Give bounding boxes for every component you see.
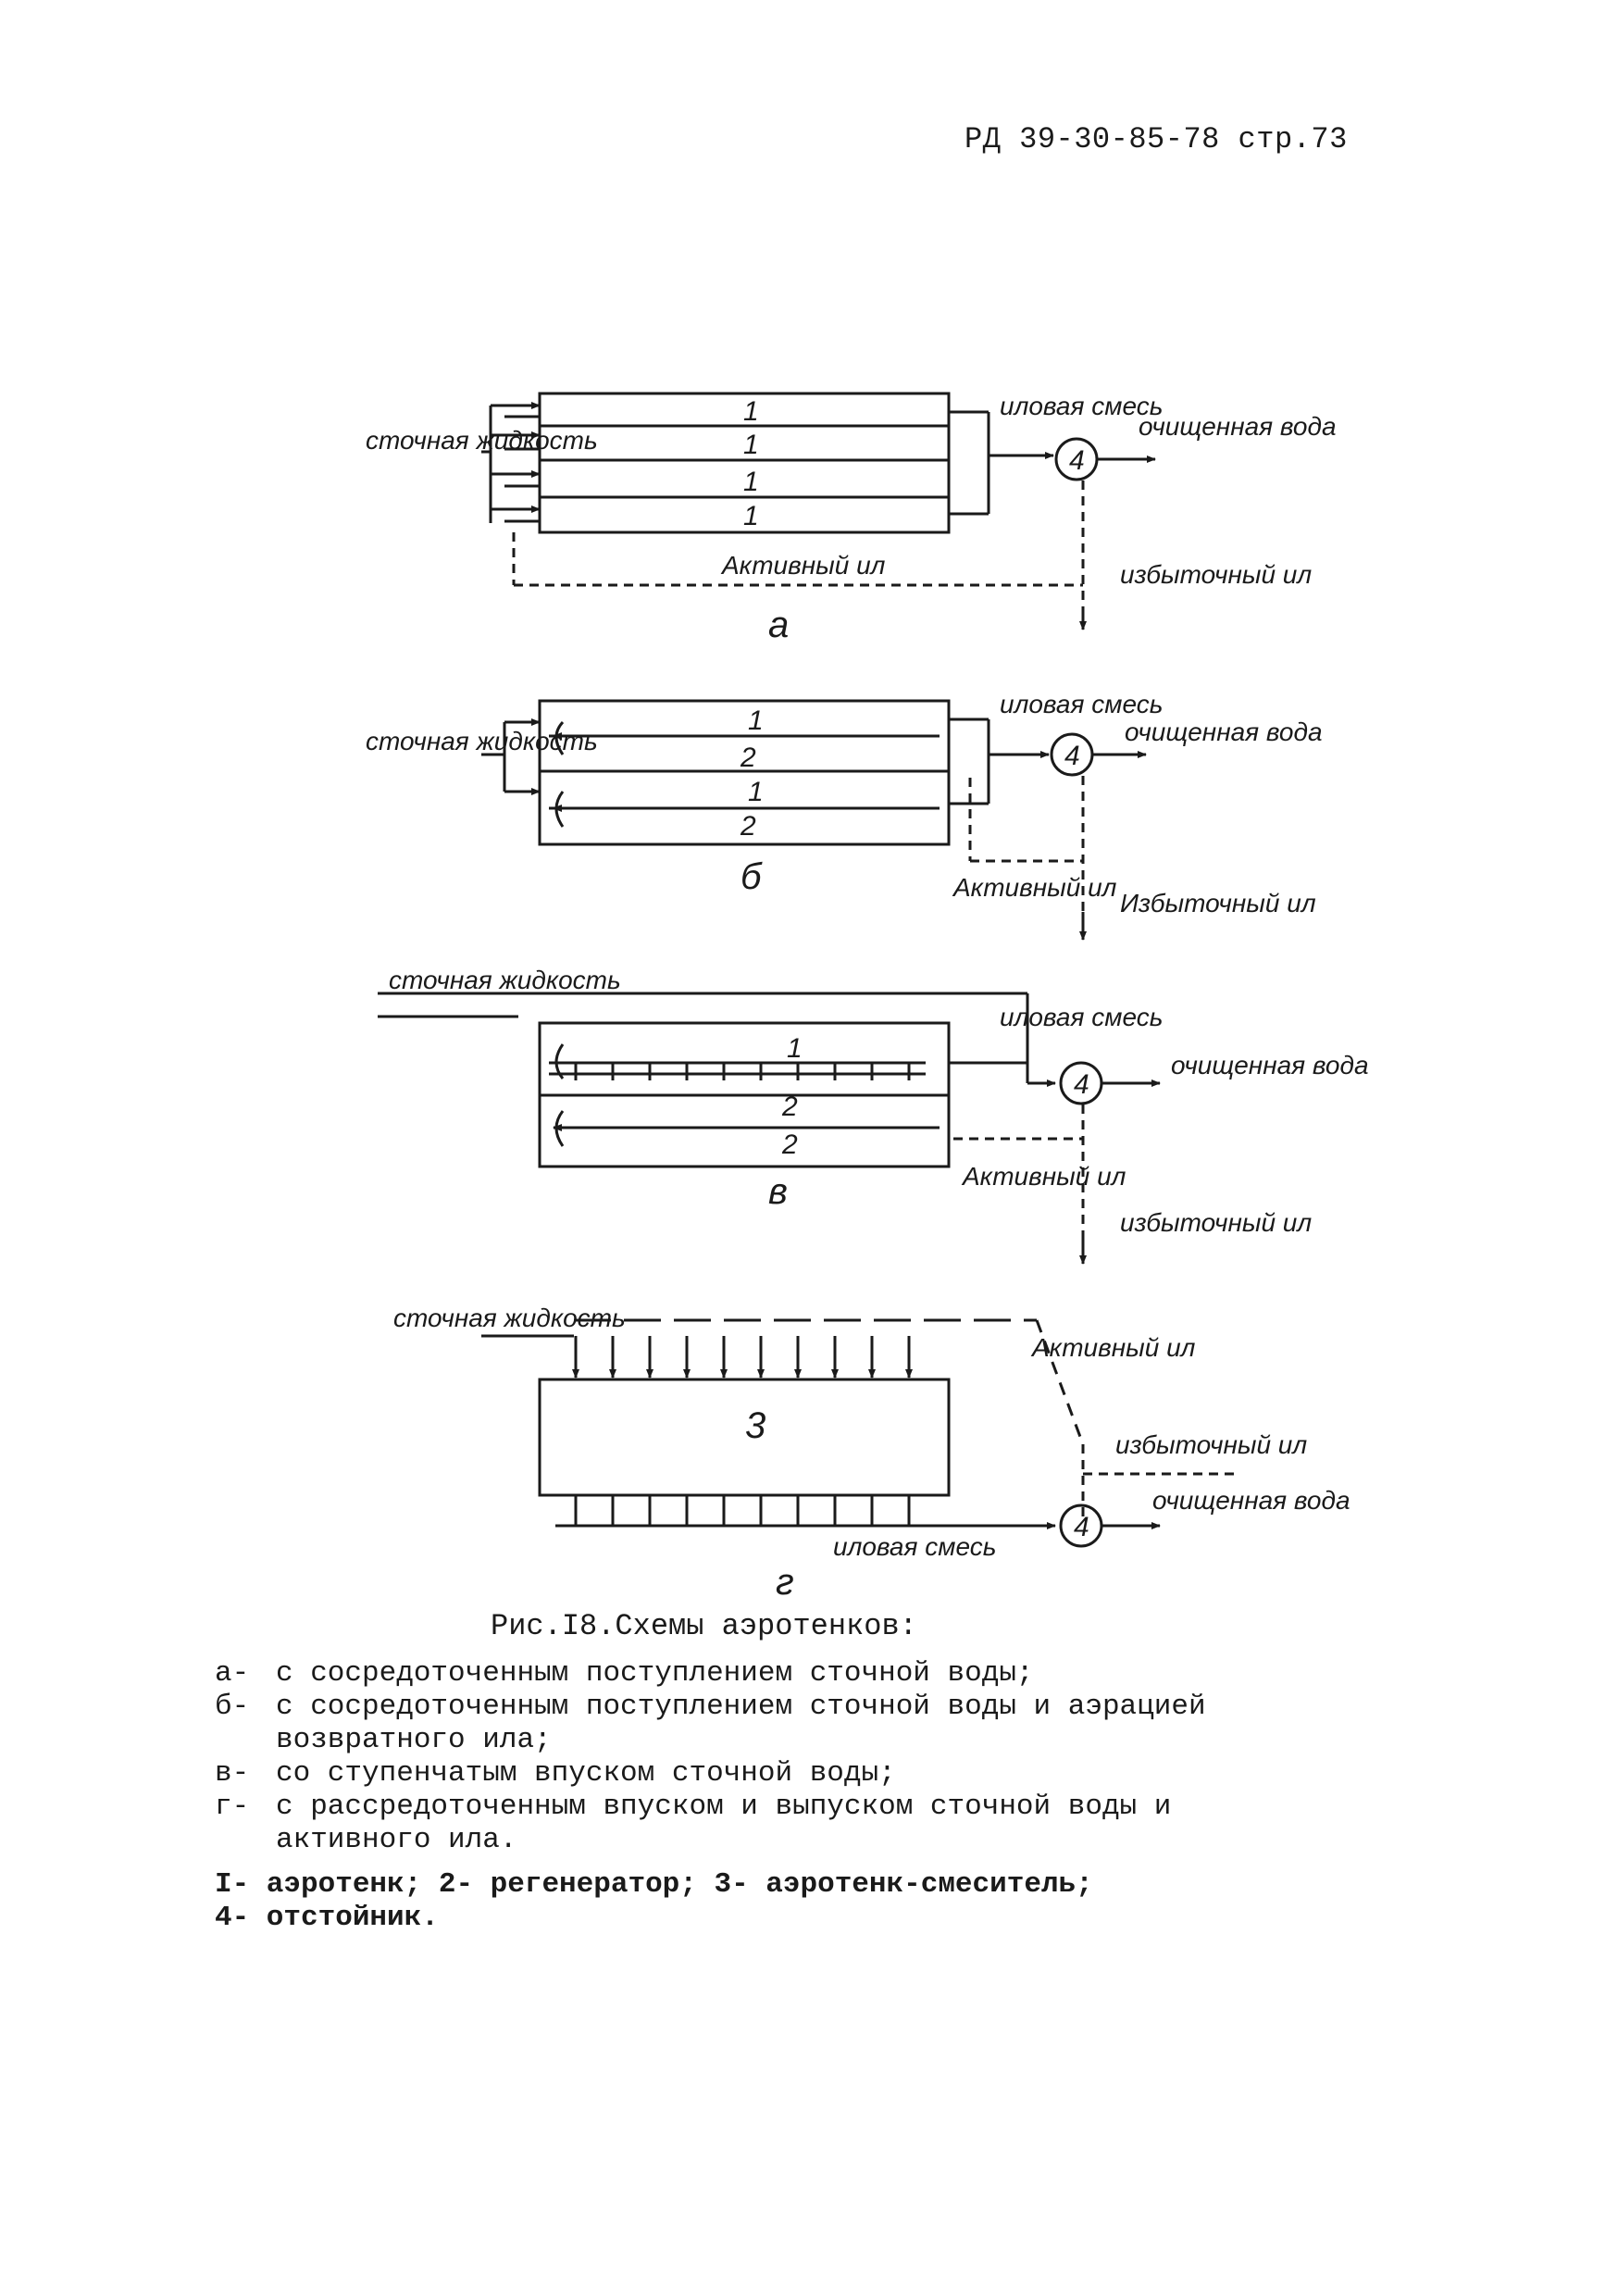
- figure-legend: а- с сосредоточенным поступлением сточно…: [215, 1657, 1418, 1935]
- scheme-b-treated-water-label: очищенная вода: [1125, 718, 1323, 746]
- scheme-v-mixed-liquor-label: иловая смесь: [1000, 1003, 1163, 1031]
- scheme-g-excess-sludge-label: избыточный ил: [1115, 1430, 1307, 1459]
- scheme-a-influent-label: сточная жидкость: [366, 426, 598, 455]
- scheme-v-letter: в: [768, 1171, 788, 1212]
- figure-caption: Рис.I8.Схемы аэротенков:: [491, 1609, 917, 1643]
- scheme-a-tank-number-3: 1: [743, 467, 759, 497]
- scheme-v-tank-number-3: 2: [781, 1129, 798, 1160]
- legend-key-g: г-: [215, 1791, 250, 1823]
- scheme-a-return-sludge-label: Активный ил: [720, 551, 886, 580]
- scheme-g-settler-number: 4: [1074, 1512, 1089, 1542]
- legend-item-a: а- с сосредоточенным поступлением сточно…: [215, 1657, 1418, 1691]
- scheme-a: [481, 392, 1156, 630]
- scheme-g-influent-label: сточная жидкость: [393, 1304, 626, 1332]
- legend-text-g-2: активного ила.: [276, 1824, 517, 1856]
- legend-numbers-text: I- аэротенк; 2- регенератор; 3- аэротенк…: [215, 1868, 1093, 1901]
- scheme-g-inlets: [572, 1336, 913, 1379]
- scheme-b-excess-sludge-label: Избыточный ил: [1120, 889, 1316, 917]
- scheme-v-tank-number-1: 1: [787, 1033, 803, 1064]
- scheme-b-settler-number: 4: [1064, 741, 1080, 771]
- legend-settler-text: 4- отстойник.: [215, 1902, 439, 1934]
- scheme-a-excess-sludge-label: избыточный ил: [1120, 560, 1312, 589]
- scheme-a-letter: а: [768, 605, 789, 645]
- scheme-a-tank-number-1: 1: [743, 396, 759, 427]
- page-header: РД 39-30-85-78 стр.73: [965, 122, 1348, 156]
- legend-key-v: в-: [215, 1757, 250, 1790]
- scheme-v-treated-water-label: очищенная вода: [1171, 1051, 1369, 1079]
- scheme-g-outlets: [574, 1495, 911, 1526]
- scheme-g-letter: г: [776, 1562, 794, 1603]
- scheme-b-influent-label: сточная жидкость: [366, 727, 598, 755]
- scheme-b-mixed-liquor-label: иловая смесь: [1000, 690, 1163, 718]
- scheme-g-mixed-liquor-label: иловая смесь: [833, 1532, 996, 1561]
- legend-key-b: б-: [215, 1691, 250, 1723]
- legend-item-v: в- со ступенчатым впуском сточной воды;: [215, 1757, 1418, 1791]
- scheme-g-settler: [1059, 1504, 1103, 1548]
- legend-numbers-line: I- аэротенк; 2- регенератор; 3- аэротенк…: [215, 1868, 1418, 1902]
- scheme-a-settler-number: 4: [1069, 445, 1085, 476]
- legend-text-g-1: с рассредоточенным впуском и выпуском ст…: [276, 1791, 1172, 1823]
- scheme-a-tank-number-2: 1: [743, 430, 759, 460]
- scheme-v-tank-number-2: 2: [781, 1092, 798, 1122]
- scheme-b-tank-number-3: 1: [748, 777, 764, 807]
- legend-text-v: со ступенчатым впуском сточной воды;: [276, 1757, 896, 1790]
- scheme-b-tank-number-2: 2: [740, 742, 756, 773]
- scheme-g-tank: [538, 1378, 951, 1497]
- scheme-v: [378, 992, 1161, 1265]
- scheme-v-step-inlets: [574, 1063, 911, 1080]
- scheme-b-letter: б: [741, 856, 763, 897]
- legend-item-g: г- с рассредоточенным впуском и выпуском…: [215, 1791, 1418, 1824]
- scheme-v-excess-sludge-label: избыточный ил: [1120, 1208, 1312, 1237]
- legend-item-g-cont: активного ила.: [215, 1824, 1418, 1857]
- scheme-v-return-sludge-label: Активный ил: [961, 1162, 1126, 1191]
- scheme-a-settler: [1054, 437, 1099, 481]
- scheme-a-tank-block: [538, 392, 951, 534]
- scheme-g-tank-number: 3: [745, 1405, 765, 1446]
- legend-settler-line: 4- отстойник.: [215, 1902, 1418, 1935]
- legend-text-b-2: возвратного ила;: [276, 1724, 552, 1756]
- legend-key-a: а-: [215, 1657, 250, 1690]
- scheme-b-tank-number-1: 1: [748, 705, 764, 736]
- scheme-g-treated-water-label: очищенная вода: [1152, 1486, 1350, 1515]
- scheme-b-tank-number-4: 2: [740, 811, 756, 842]
- scheme-v-settler-number: 4: [1074, 1069, 1089, 1100]
- scheme-b-settler: [1050, 732, 1094, 777]
- scheme-v-influent-label: сточная жидкость: [389, 966, 621, 994]
- legend-text-a: с сосредоточенным поступлением сточной в…: [276, 1657, 1034, 1690]
- scheme-g-return-sludge-label: Активный ил: [1030, 1333, 1196, 1362]
- scheme-v-settler: [1059, 1061, 1103, 1105]
- scheme-a-tank-number-4: 1: [743, 501, 759, 531]
- scheme-b-return-sludge-label: Активный ил: [952, 873, 1117, 902]
- legend-item-b-cont: возвратного ила;: [215, 1724, 1418, 1757]
- legend-text-b-1: с сосредоточенным поступлением сточной в…: [276, 1691, 1206, 1723]
- scheme-g: [481, 1318, 1240, 1548]
- scheme-b: [481, 699, 1147, 941]
- scheme-a-treated-water-label: очищенная вода: [1139, 412, 1337, 441]
- legend-item-b: б- с сосредоточенным поступлением сточно…: [215, 1691, 1418, 1724]
- scheme-a-mixed-liquor-label: иловая смесь: [1000, 392, 1163, 420]
